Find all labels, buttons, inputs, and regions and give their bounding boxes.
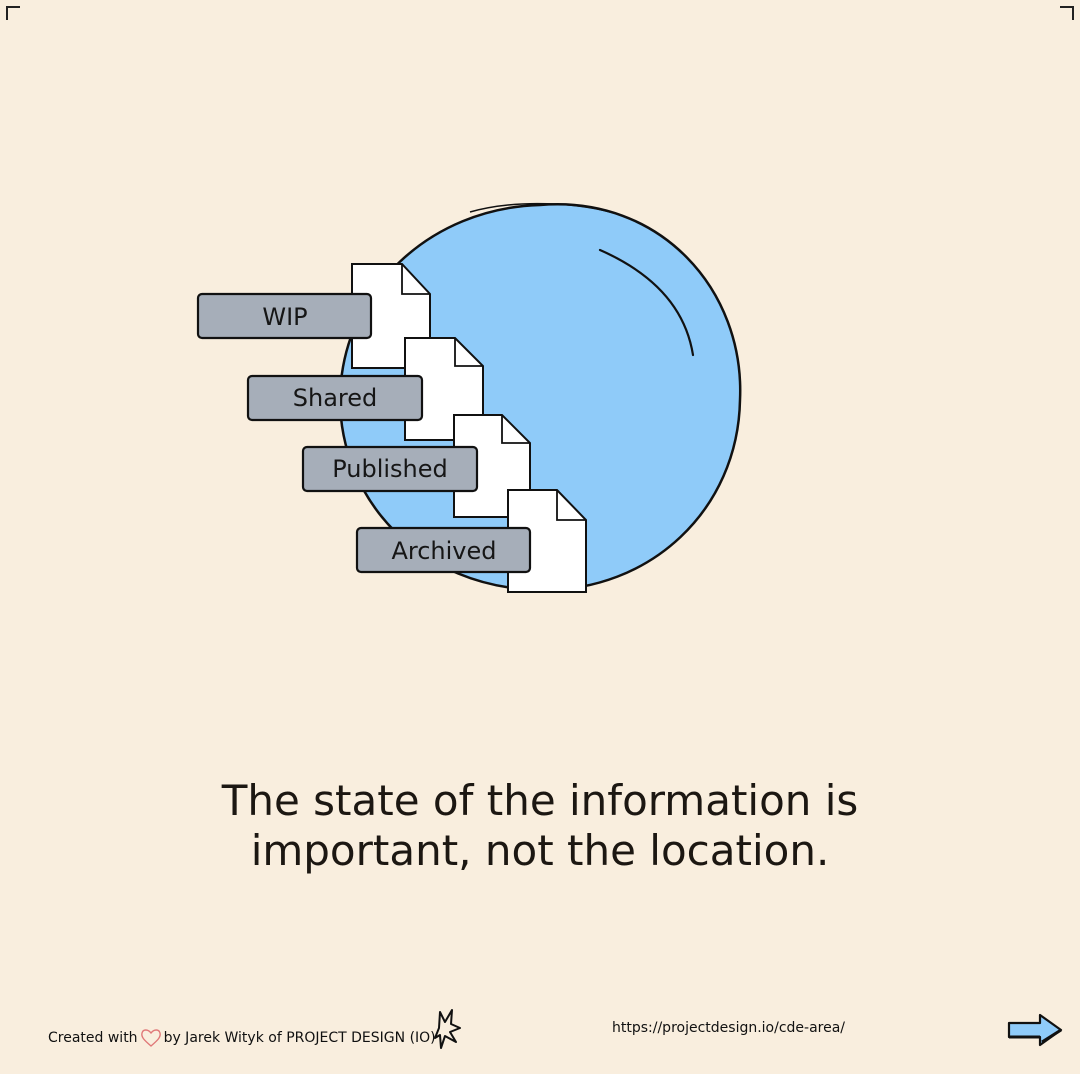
footer-url: https://projectdesign.io/cde-area/ — [612, 1020, 846, 1036]
state-tag-label: Published — [332, 455, 448, 483]
burst-icon — [433, 1009, 461, 1049]
state-tag-published: Published — [301, 445, 479, 493]
state-tag-wip: WIP — [196, 292, 373, 340]
cde-state-diagram: WIP Shared Published Archived — [196, 202, 742, 593]
headline-line-1: The state of the information is — [221, 776, 859, 825]
footer-credit: Created with by Jarek Wityk of PROJECT D… — [48, 1009, 462, 1054]
state-tag-shared: Shared — [246, 374, 424, 422]
state-tag-label: Archived — [391, 537, 496, 565]
headline-line-2: important, not the location. — [250, 826, 830, 875]
corner-mark-top-left — [6, 6, 20, 20]
credit-suffix: by Jarek Wityk of PROJECT DESIGN (IO) — [163, 1030, 436, 1046]
state-tag-archived: Archived — [355, 526, 532, 574]
heart-icon — [140, 1029, 161, 1047]
state-tag-label: Shared — [293, 384, 378, 412]
corner-mark-top-right — [1060, 6, 1074, 20]
headline: The state of the information is importan… — [90, 776, 990, 876]
credit-prefix: Created with — [48, 1030, 138, 1046]
next-arrow-icon[interactable] — [1006, 1012, 1064, 1048]
state-tag-label: WIP — [262, 303, 307, 331]
